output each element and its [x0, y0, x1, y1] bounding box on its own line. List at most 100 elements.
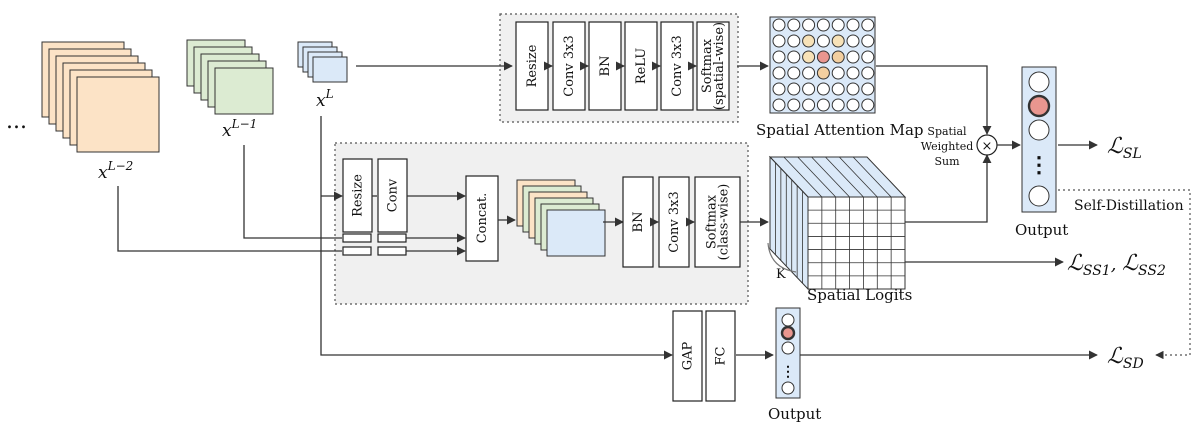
loss-sl: ℒSL — [1107, 134, 1142, 162]
classification-block-0-label: GAP — [681, 341, 696, 370]
classification-block-0-box — [672, 310, 703, 402]
concat-label: Concat. — [475, 193, 490, 244]
line-map-to-sum — [876, 65, 992, 135]
attention-map-cell — [816, 18, 830, 32]
attention-map-cell — [861, 82, 875, 96]
segmentation-post-block-1-label: Conv 3x3 — [667, 191, 682, 253]
cube-top-line — [852, 156, 892, 198]
weighted-sum-line3: Sum — [934, 155, 960, 168]
weighted-sum-line1: Spatial — [927, 125, 967, 138]
stack-xL-1-layer — [214, 67, 274, 115]
attention-map-cell — [802, 98, 816, 112]
output_small-unit — [780, 325, 796, 341]
logits-label: Spatial Logits — [807, 286, 912, 304]
attention-map-cell — [861, 34, 875, 48]
small-box-a1 — [342, 233, 372, 243]
attention-map-cell — [831, 34, 845, 48]
output_main-dots: ⋮ — [1028, 152, 1050, 178]
attention-map-cell — [787, 66, 801, 80]
output_main-unit — [1028, 119, 1050, 141]
concat-stack-layer — [546, 209, 606, 257]
attention-map-cell — [831, 98, 845, 112]
attention-map-cell — [846, 98, 860, 112]
small-box-a2 — [377, 233, 407, 243]
attention-map-cell — [861, 50, 875, 64]
attention-block-4-label: Conv 3x3 — [670, 35, 685, 97]
segmentation-post-block-2-label: Softmax — [705, 194, 720, 249]
attention-map-cell — [802, 66, 816, 80]
cube-top-line — [838, 156, 878, 198]
attention-map-cell — [816, 82, 830, 96]
attention-map-label: Spatial Attention Map — [756, 121, 924, 139]
attention-block-1-box — [552, 21, 586, 111]
segmentation-block-0-label: Resize — [351, 174, 366, 217]
segmentation-post-block-2-sublabel: (class-wise) — [717, 184, 732, 261]
attention-map-cell — [787, 82, 801, 96]
label-xL: xL — [316, 87, 334, 111]
segmentation-post-block-2-box — [694, 176, 741, 268]
attention-map-cell — [787, 50, 801, 64]
output_main-unit — [1028, 185, 1050, 207]
segmentation-block-1-label: Conv — [386, 178, 401, 212]
attention-map-frame — [769, 16, 876, 114]
feature-stack-xL — [297, 41, 348, 83]
loss-sd: ℒSD — [1107, 344, 1144, 372]
output_small-unit — [781, 341, 795, 355]
multiply-symbol: × — [982, 139, 993, 154]
attention-block-4-box — [660, 21, 694, 111]
main-output-vector: ⋮ — [1021, 66, 1057, 213]
attention-map-cell — [802, 18, 816, 32]
attention-block-5-sublabel: (spatial-wise) — [712, 22, 727, 110]
feature-stack-xL-1 — [186, 39, 274, 115]
attention-map-cell — [861, 18, 875, 32]
attention-map-cell — [831, 66, 845, 80]
cube-top-line — [825, 156, 864, 198]
attention-map-cell — [772, 82, 786, 96]
small-output-label: Output — [768, 405, 821, 423]
attention-map-cell — [772, 34, 786, 48]
attention-block-2-label: BN — [598, 56, 613, 77]
attention-map-cell — [772, 98, 786, 112]
weighted-sum-line2: Weighted — [921, 140, 974, 153]
attention-map-cell — [802, 34, 816, 48]
attention-map-cell — [787, 18, 801, 32]
attention-map-cell — [816, 66, 830, 80]
loss-ss: ℒSS1, ℒSS2 — [1067, 251, 1166, 279]
attention-map-cell — [846, 34, 860, 48]
segmentation-block-0-box — [342, 158, 373, 233]
concatenated-feature-stack — [516, 179, 606, 257]
output_main-unit — [1027, 94, 1051, 118]
attention-map-cell — [846, 18, 860, 32]
attention-block-5-label: Softmax — [700, 38, 715, 93]
attention-map-cell — [846, 50, 860, 64]
attention-map-cell — [802, 50, 816, 64]
label-xL-2: xL−2 — [98, 159, 133, 183]
classification-block-1-box — [705, 310, 736, 402]
small-box-b1 — [342, 246, 372, 256]
cube-front-face — [807, 196, 906, 290]
classification-blocks: GAP FC — [672, 310, 736, 402]
segmentation-blocks: Resize Conv — [342, 158, 408, 233]
attention-block-5-box — [696, 21, 730, 111]
output_main-unit — [1028, 71, 1050, 93]
self-distillation-line — [1058, 189, 1191, 360]
cube-top-line — [783, 156, 823, 198]
segmentation-post-block-0-label: BN — [631, 212, 646, 233]
attention-map-cell — [846, 82, 860, 96]
main-output-label: Output — [1015, 221, 1068, 239]
classification-block-1-label: FC — [714, 346, 729, 365]
line-xL-1-down — [243, 145, 342, 239]
attention-map-cell — [831, 82, 845, 96]
attention-map-cell — [816, 50, 830, 64]
cube-top-line — [811, 156, 850, 198]
attention-map-cell — [831, 18, 845, 32]
attention-block-1-label: Conv 3x3 — [562, 35, 577, 97]
attention-map-cell — [787, 34, 801, 48]
k-brace — [767, 242, 797, 273]
small-box-b2 — [377, 246, 407, 256]
segmentation-block-1-box — [377, 158, 408, 233]
output_small-dots: ⋮ — [781, 364, 795, 380]
concat-block — [465, 175, 499, 262]
attention-map-cell — [831, 50, 845, 64]
